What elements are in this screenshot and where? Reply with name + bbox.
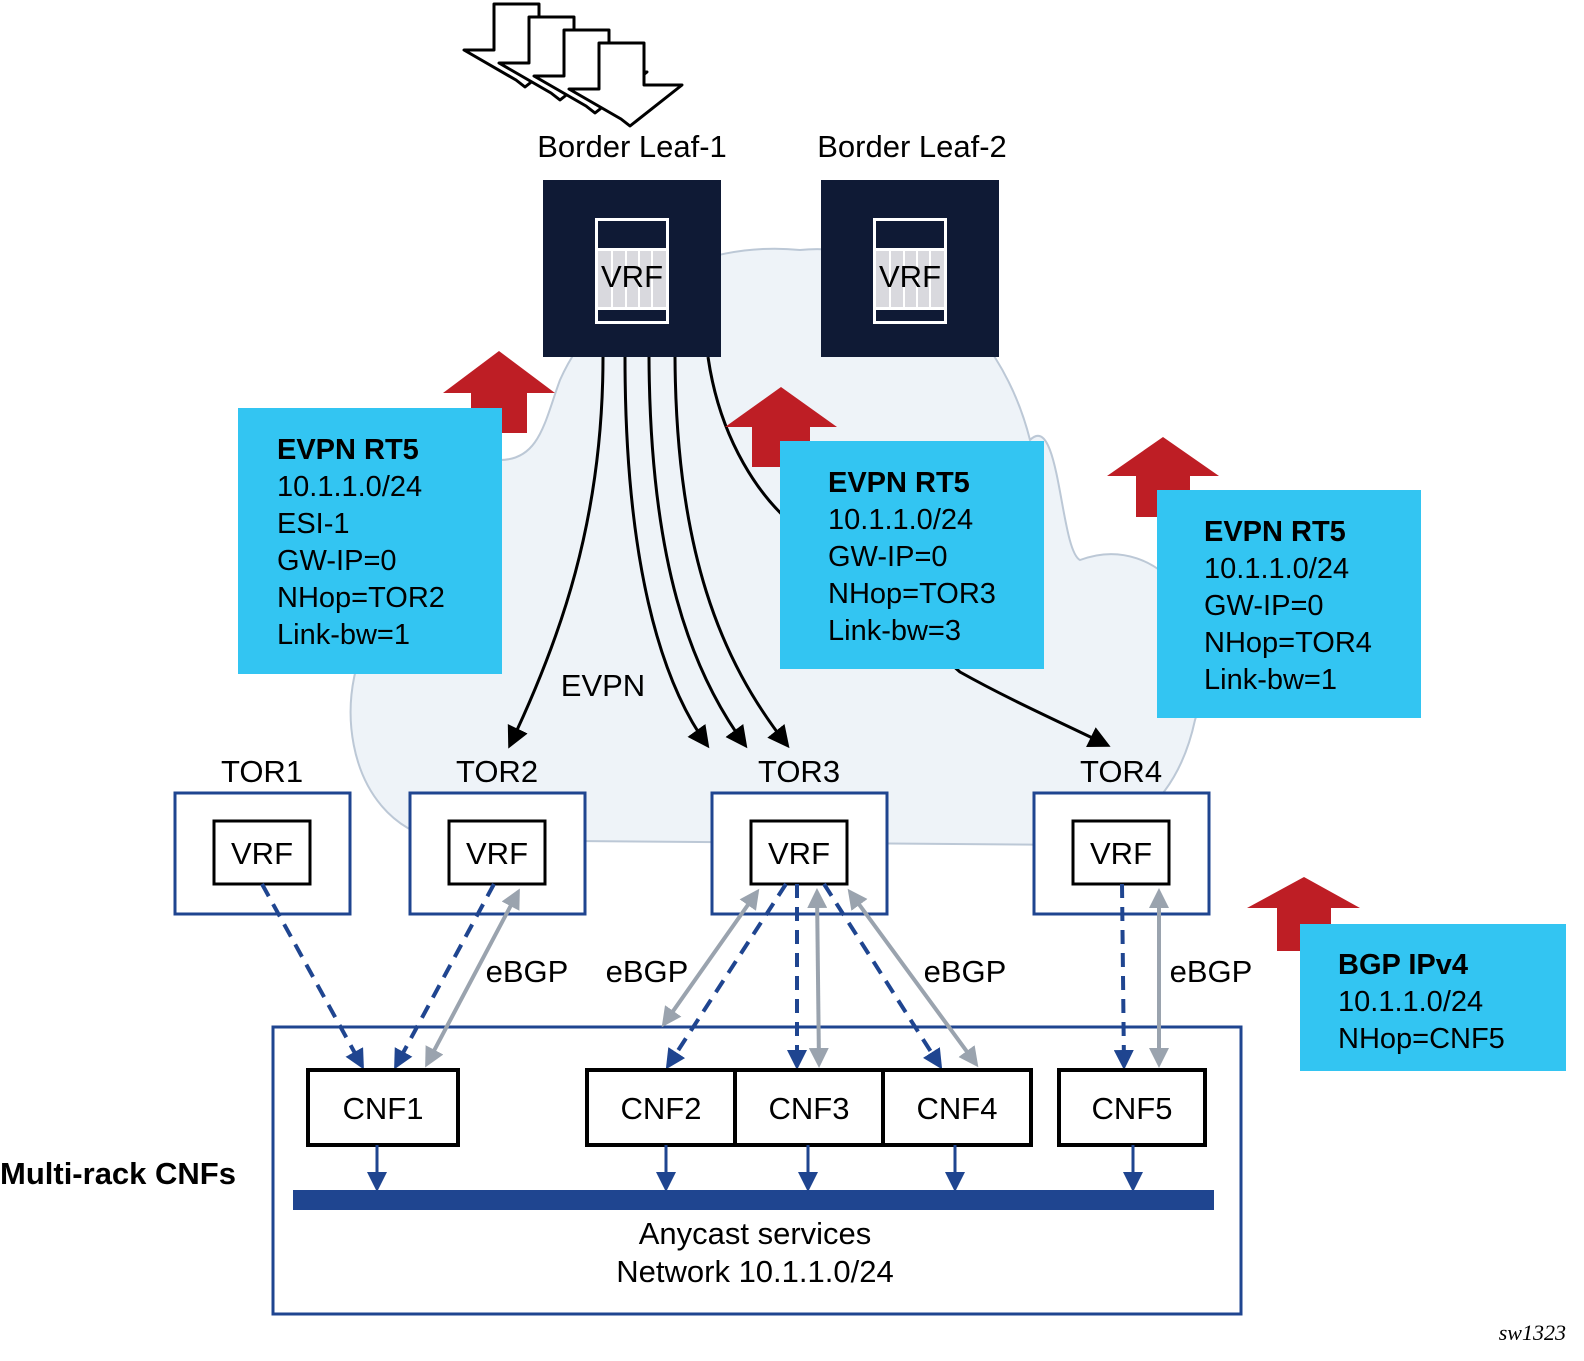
tor2-vrf-label: VRF: [466, 836, 528, 871]
cnf3-label: CNF3: [769, 1091, 850, 1126]
callout-title: EVPN RT5: [828, 467, 970, 499]
evpn-path-tor2: [507, 356, 605, 749]
callout-line: 10.1.1.0/24: [1204, 553, 1349, 585]
cnf4[interactable]: CNF4: [881, 1068, 1033, 1147]
border-leaf-1[interactable]: VRF: [543, 180, 721, 357]
cnf5[interactable]: CNF5: [1057, 1068, 1207, 1147]
tor2[interactable]: VRF: [408, 791, 587, 916]
callout-line: NHop=TOR3: [828, 578, 996, 610]
callout-title: EVPN RT5: [1204, 516, 1346, 548]
callout-line: NHop=CNF5: [1338, 1023, 1505, 1055]
data-paths: [260, 882, 1134, 1070]
cnf3[interactable]: CNF3: [733, 1068, 885, 1147]
callout-line: ESI-1: [277, 508, 350, 540]
callout-rt5-tor2: EVPN RT5 10.1.1.0/24 ESI-1 GW-IP=0 NHop=…: [238, 408, 502, 674]
callout-rt5-tor4: EVPN RT5 10.1.1.0/24 GW-IP=0 NHop=TOR4 L…: [1157, 490, 1421, 718]
tor3-vrf: [749, 819, 849, 886]
cnf-to-anycast-arrows: [367, 1145, 1143, 1192]
ebgp-sessions: [425, 888, 1169, 1068]
red-up-arrow-icon: [1107, 437, 1219, 517]
evpn-path-tor3-a: [623, 356, 710, 749]
traffic-arrow: [567, 41, 684, 128]
figure-id: sw1323: [1499, 1320, 1566, 1345]
vrf-card-icon: [595, 218, 669, 324]
tor1-label: TOR1: [221, 754, 303, 789]
tor1-vrf-label: VRF: [231, 836, 293, 871]
callout-line: Link-bw=3: [828, 615, 961, 647]
ebgp-session-tor3-cnf4: [847, 888, 979, 1068]
tor2-label: TOR2: [456, 754, 538, 789]
callout-line: GW-IP=0: [277, 545, 397, 577]
ebgp-session-tor2-cnf1: [425, 888, 520, 1068]
tor3-label: TOR3: [758, 754, 840, 789]
callout-line: GW-IP=0: [828, 541, 948, 573]
border-leaf-2[interactable]: VRF: [821, 180, 999, 357]
cnf1-label: CNF1: [343, 1091, 424, 1126]
callout-line: 10.1.1.0/24: [277, 471, 422, 503]
border-leaf-1-label: Border Leaf-1: [537, 129, 727, 164]
callout-line: NHop=TOR4: [1204, 627, 1372, 659]
tor3-vrf-label: VRF: [768, 836, 830, 871]
tor4-vrf: [1071, 819, 1171, 886]
callout-line: 10.1.1.0/24: [1338, 986, 1483, 1018]
ebgp-label-tor2: eBGP: [486, 954, 569, 989]
callout-line: NHop=TOR2: [277, 582, 445, 614]
callout-bgp-cnf5: BGP IPv4 10.1.1.0/24 NHop=CNF5: [1300, 924, 1566, 1071]
cnf4-label: CNF4: [917, 1091, 998, 1126]
tor2-vrf: [447, 819, 547, 886]
cnf1[interactable]: CNF1: [306, 1068, 460, 1147]
callout-line: Link-bw=1: [1204, 664, 1337, 696]
border-leaf-2-vrf-label: VRF: [879, 259, 941, 294]
incoming-traffic-arrows-icon: [462, 2, 684, 128]
callout-line: Link-bw=1: [277, 619, 410, 651]
data-path-tor1-cnf1: [260, 883, 364, 1070]
ebgp-label-tor3-left: eBGP: [606, 954, 689, 989]
evpn-path-tor3-b: [647, 356, 748, 749]
cnf2[interactable]: CNF2: [585, 1068, 737, 1147]
vrf-card-icon: [873, 218, 947, 324]
red-up-arrow-icon: [1247, 877, 1360, 951]
cnf5-label: CNF5: [1092, 1091, 1173, 1126]
tor3[interactable]: VRF: [710, 791, 889, 916]
evpn-label: EVPN: [561, 668, 645, 703]
data-path-tor3-cnf4: [822, 882, 943, 1070]
ebgp-session-tor3-cnf2: [661, 888, 760, 1028]
anycast-network-label: Network 10.1.1.0/24: [616, 1254, 893, 1289]
tor4-vrf-label: VRF: [1090, 836, 1152, 871]
data-path-tor4-cnf5: [1113, 883, 1134, 1070]
multi-rack-cnfs-label: Multi-rack CNFs: [0, 1156, 236, 1191]
evpn-path-tor3-c: [673, 356, 790, 749]
callout-line: 10.1.1.0/24: [828, 504, 973, 536]
tor1-vrf: [212, 819, 312, 886]
callout-line: GW-IP=0: [1204, 590, 1324, 622]
tor1[interactable]: VRF: [173, 791, 352, 916]
tor4-label: TOR4: [1080, 754, 1162, 789]
ebgp-label-tor4: eBGP: [1170, 954, 1253, 989]
callout-rt5-tor3: EVPN RT5 10.1.1.0/24 GW-IP=0 NHop=TOR3 L…: [780, 441, 1044, 669]
border-leaf-2-label: Border Leaf-2: [817, 129, 1007, 164]
callout-title: EVPN RT5: [277, 434, 419, 466]
border-leaf-1-vrf-label: VRF: [601, 259, 663, 294]
cnf2-label: CNF2: [621, 1091, 702, 1126]
data-path-tor3-cnf2: [665, 882, 788, 1070]
ebgp-session-tor3-cnf3: [807, 888, 829, 1068]
anycast-network-bar: [293, 1190, 1214, 1210]
anycast-services-label: Anycast services: [639, 1216, 872, 1251]
callout-title: BGP IPv4: [1338, 949, 1468, 981]
ebgp-label-tor3-right: eBGP: [924, 954, 1007, 989]
